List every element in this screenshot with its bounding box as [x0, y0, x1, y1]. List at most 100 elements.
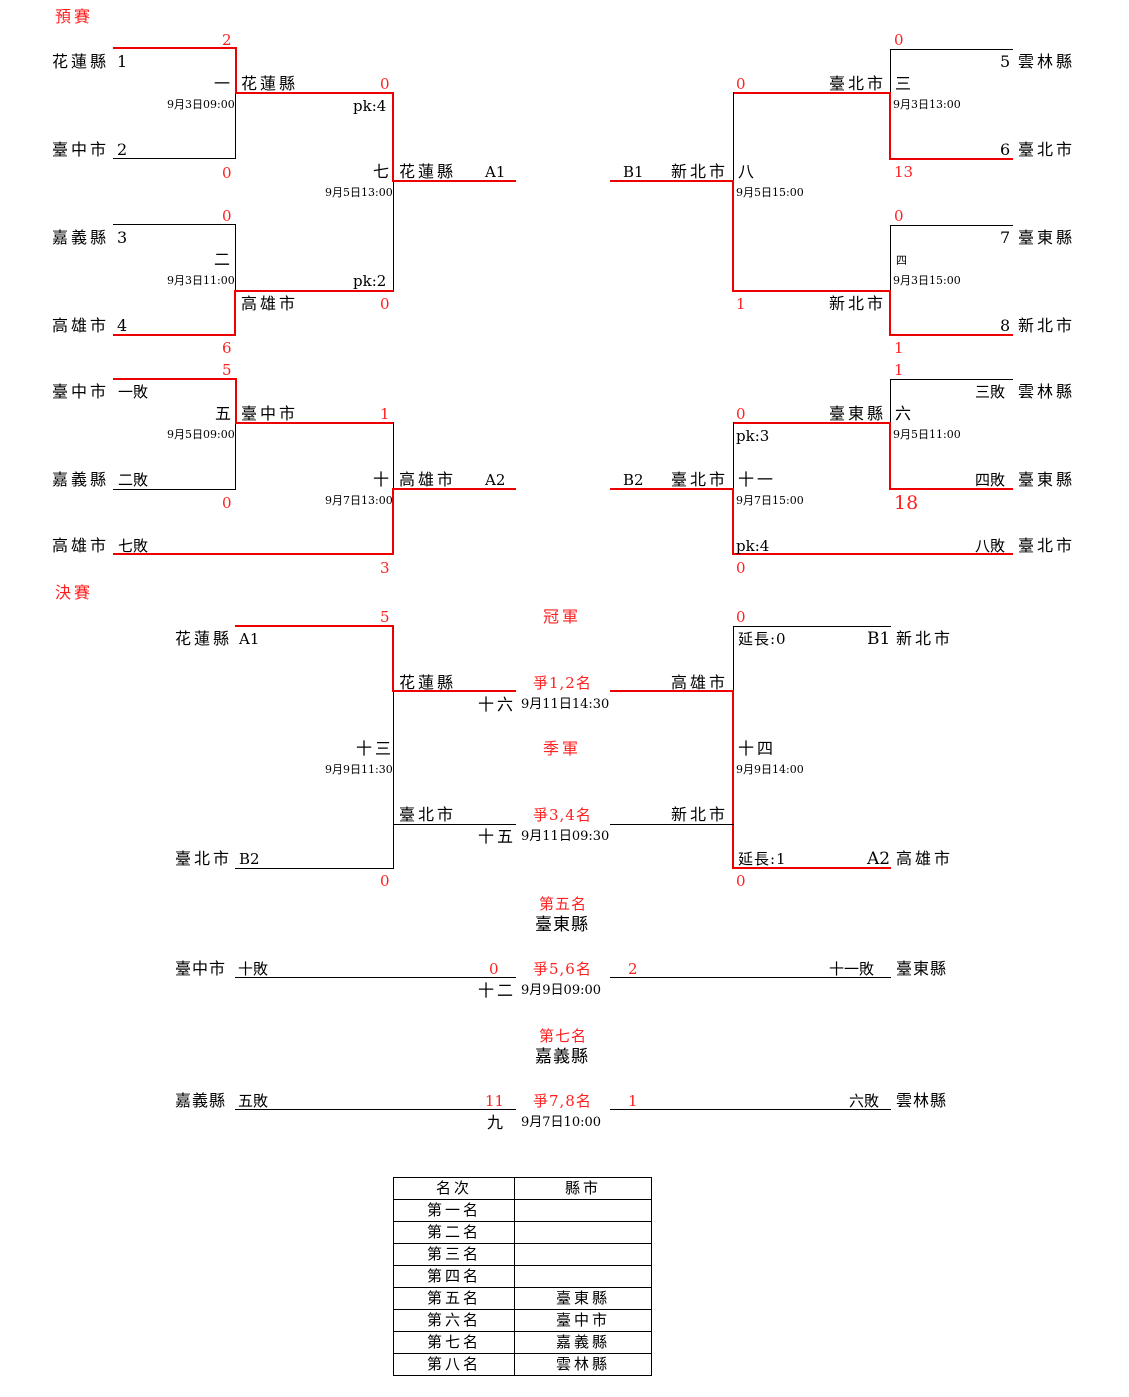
bracket-line [733, 422, 734, 489]
game-winner: 高雄市 [399, 470, 457, 489]
bracket-line-winner [392, 92, 394, 182]
team-name: 嘉義縣 [52, 228, 110, 247]
game-time: 9月9日09:00 [521, 983, 602, 998]
pk-score: pk:2 [353, 272, 387, 290]
county-cell: 臺東縣 [514, 1287, 652, 1310]
bracket-line-winner [113, 334, 236, 336]
rank-cell: 第七名 [393, 1331, 515, 1354]
score: 0 [736, 872, 746, 890]
team-name: 臺中市 [52, 140, 110, 159]
score: 0 [736, 405, 746, 423]
pk-score: pk:4 [736, 537, 770, 555]
rank-cell: 第八名 [393, 1353, 515, 1376]
column-header-county: 縣市 [514, 1177, 652, 1200]
bracket-line-winner [235, 47, 237, 94]
bracket-line-winner [234, 290, 236, 336]
score: 1 [736, 295, 746, 313]
slot-label: A2 [485, 471, 506, 489]
bracket-line [113, 224, 236, 225]
team-seed: 2 [117, 140, 131, 159]
score: 1 [894, 361, 904, 379]
game-loser: 臺北市 [399, 805, 457, 824]
bracket-line [235, 1109, 516, 1110]
game-time: 9月3日13:00 [893, 98, 961, 111]
team-name: 雲林縣 [896, 1091, 948, 1110]
game-number: 十三 [356, 739, 395, 758]
game-number: 三 [895, 74, 915, 93]
game-time: 9月7日10:00 [521, 1115, 602, 1130]
game-time: 9月5日09:00 [167, 428, 235, 441]
slot-label: A2 [867, 849, 891, 869]
bracket-line-winner [889, 488, 1013, 490]
game-number: 六 [895, 404, 915, 423]
pk-score: pk:4 [353, 97, 387, 115]
bracket-line-winner [732, 553, 1013, 555]
game-number: 一 [214, 74, 234, 93]
match-label: 爭3,4名 [533, 806, 592, 824]
score: 5 [380, 608, 390, 626]
county-cell: 雲林縣 [514, 1353, 652, 1376]
rank-cell: 第五名 [393, 1287, 515, 1310]
table-row: 第四名 [393, 1265, 652, 1288]
team-seed: 3 [117, 228, 131, 247]
score: 1 [380, 405, 390, 423]
score: 0 [380, 75, 390, 93]
team-name: 花蓮縣 [52, 52, 110, 71]
column-header-rank: 名次 [393, 1177, 515, 1200]
bracket-line [393, 691, 394, 869]
bracket-line-winner [732, 488, 734, 555]
game-time: 9月3日15:00 [893, 274, 961, 287]
bracket-line-winner [889, 334, 1013, 336]
ranking-table: 名次 縣市 第一名 第二名 第三名 第四名 第五名臺東縣 第六名臺中市 第七名嘉… [393, 1177, 652, 1376]
team-seed: 7 [1000, 228, 1014, 247]
bracket-line [113, 158, 236, 159]
bracket-line-winner [235, 92, 394, 94]
team-name: 雲林縣 [1018, 52, 1076, 71]
score: 0 [736, 559, 746, 577]
bracket-line-winner [235, 378, 237, 424]
game-loser: 新北市 [671, 805, 729, 824]
score: 0 [222, 164, 232, 182]
score: 2 [628, 960, 638, 978]
champion-label: 冠軍 [543, 607, 582, 626]
team-name: 臺北市 [1018, 536, 1076, 555]
team-name: 高雄市 [52, 316, 110, 335]
score: 11 [485, 1092, 505, 1110]
bracket-line [235, 224, 236, 291]
team-seed: 七敗 [118, 537, 149, 555]
game-number: 十四 [738, 739, 777, 758]
table-row: 第三名 [393, 1243, 652, 1266]
team-name: 臺東縣 [1018, 470, 1076, 489]
game-time: 9月5日11:00 [893, 428, 961, 441]
game-time: 9月3日11:00 [167, 274, 235, 287]
section-title-final: 決賽 [55, 583, 94, 602]
game-time: 9月11日14:30 [521, 697, 610, 712]
team-seed: 1 [117, 52, 131, 71]
county-cell [514, 1199, 652, 1222]
bracket-line [235, 423, 236, 490]
team-seed: 三敗 [975, 383, 1006, 401]
game-number: 十五 [478, 827, 517, 846]
bracket-line-winner [610, 488, 734, 490]
bracket-line-winner [393, 690, 516, 692]
score: 5 [222, 361, 232, 379]
team-seed: 十敗 [238, 960, 269, 978]
slot-label: A1 [485, 163, 506, 181]
team-name: 雲林縣 [1018, 382, 1076, 401]
team-seed: 4 [117, 316, 131, 335]
rank-cell: 第一名 [393, 1199, 515, 1222]
bracket-line-winner [392, 625, 394, 692]
team-name: 臺北市 [1018, 140, 1076, 159]
game-winner: 高雄市 [671, 673, 729, 692]
team-seed: 五敗 [238, 1092, 269, 1110]
score: 0 [736, 75, 746, 93]
score: 0 [222, 207, 232, 225]
game-time: 9月11日09:30 [521, 829, 610, 844]
bracket-line-winner [610, 180, 734, 182]
team-name: 臺東縣 [896, 959, 948, 978]
team-seed: 5 [1000, 52, 1014, 71]
game-winner: 臺北市 [671, 470, 729, 489]
score: 0 [380, 872, 390, 890]
county-cell [514, 1221, 652, 1244]
table-row: 第五名臺東縣 [393, 1287, 652, 1310]
